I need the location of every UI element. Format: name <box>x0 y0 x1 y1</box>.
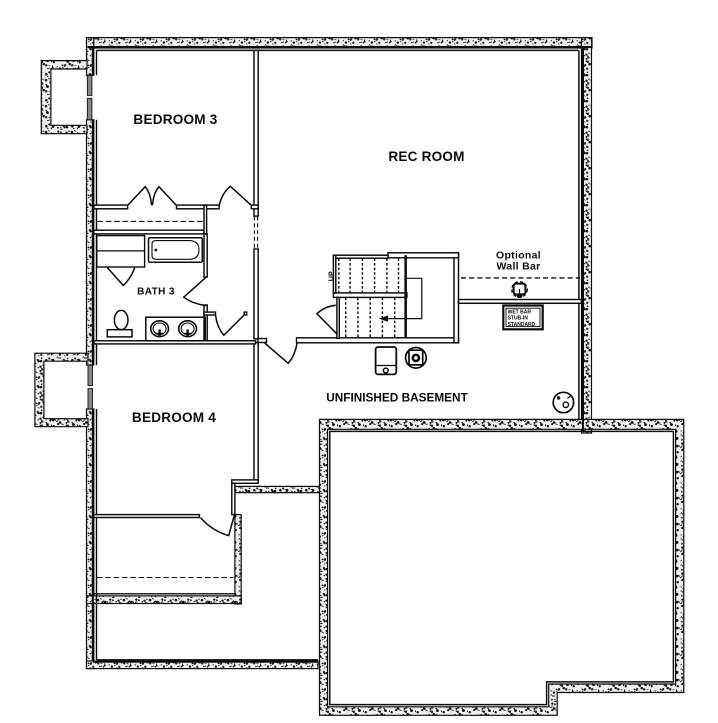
svg-text:UP: UP <box>326 271 335 281</box>
svg-text:Optional: Optional <box>496 249 541 261</box>
svg-text:REC ROOM: REC ROOM <box>388 149 464 164</box>
svg-text:BEDROOM 4: BEDROOM 4 <box>132 410 216 425</box>
svg-text:WET BAR: WET BAR <box>508 309 532 315</box>
svg-text:BATH 3: BATH 3 <box>137 287 175 298</box>
svg-text:BEDROOM 3: BEDROOM 3 <box>133 112 217 127</box>
svg-text:Wall Bar: Wall Bar <box>496 261 540 273</box>
svg-text:STANDARD: STANDARD <box>508 322 536 328</box>
svg-text:UNFINISHED BASEMENT: UNFINISHED BASEMENT <box>326 391 468 405</box>
svg-text:STUB-IN: STUB-IN <box>508 316 529 322</box>
